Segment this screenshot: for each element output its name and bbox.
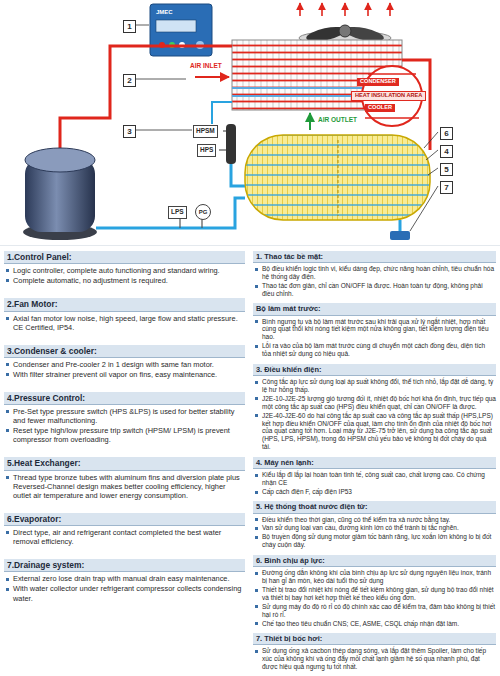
bullet-text: Bộ truyền động sử dụng motor giảm tốc bá… xyxy=(253,533,496,549)
section-heading: 1.Control Panel: xyxy=(4,251,245,264)
bullet-text: Công tắc áp lực sử dụng loại áp suất khô… xyxy=(253,378,496,394)
zone-label: COOLER xyxy=(365,104,395,112)
brand-logo: JMEC xyxy=(156,9,173,15)
bullet-text: With filter strainer prevent oil vapor o… xyxy=(4,370,245,379)
section-heading: Bộ làm mát trước: xyxy=(253,303,496,315)
callout-number: 1 xyxy=(123,20,136,33)
section-heading: 3. Điều khiển điện: xyxy=(253,364,496,376)
bullet-text: Kiểu lắp đi lắp lại hoàn toàn tinh tế, c… xyxy=(253,471,496,487)
bullet-text: Lỗi ra vào của bộ làm mát trước cùng di … xyxy=(253,342,496,358)
bullet-text: Điều khiển theo thời gian, cũng có thể k… xyxy=(253,516,496,524)
bullet-text: Thao tác đơn giản, chỉ cần ON/OFF là đượ… xyxy=(253,282,496,298)
section-heading: 5. Hệ thống thoát nước điện tử: xyxy=(253,501,496,513)
bullet-text: External zero lose drain trap with manua… xyxy=(4,574,245,583)
callout-number: 2 xyxy=(123,74,136,87)
bullet-text: Van sử dụng loại van cầu, đường kính lớn… xyxy=(253,524,496,532)
bullet-text: Complete automatic, no adjustment is req… xyxy=(4,276,245,285)
bullet-text: Pre-Set type pressure switch (HPS &LPS) … xyxy=(4,407,245,425)
bullet-text: Direct type, air and refrigerant contact… xyxy=(4,528,245,546)
spec-section: Bộ làm mát trước: Bình ngưng tụ và bộ làm… xyxy=(253,303,496,359)
gauge-label: PG xyxy=(195,204,211,220)
spec-section: 5.Heat Exchanger: Thread type bronze tube… xyxy=(4,457,245,500)
bullet-text: J2E-10-J2E-25 lượng gió tương đối ít, nh… xyxy=(253,395,496,411)
bullet-text: Reset type high/low pressure trip switch… xyxy=(4,426,245,444)
bullet-text: Đường ống dẫn không khí của bình chịu áp… xyxy=(253,569,496,585)
bullet-text: Thiết bị trao đổi nhiệt khi nóng để tiết… xyxy=(253,586,496,602)
section-heading: 2.Fan Motor: xyxy=(4,298,245,311)
bullet-text: Condenser and Pre-cooler 2 in 1 design w… xyxy=(4,360,245,369)
zone-label: HEAT INSULATION AREA xyxy=(351,91,426,101)
section-heading: 7. Thiết bị bốc hơi: xyxy=(253,633,496,645)
spec-section: 4.Pressure Control: Pre-Set type pressure… xyxy=(4,392,245,445)
spec-section: 3. Điều khiển điện: Công tắc áp lực sử dụ… xyxy=(253,364,496,452)
bullet-text: Bình ngưng tụ và bộ làm mát trước sau kh… xyxy=(253,318,496,342)
section-heading: 4. Máy nén lạnh: xyxy=(253,457,496,469)
spec-section: 1.Control Panel: Logic controller, comple… xyxy=(4,251,245,286)
section-heading: 1. Thao tác bề mặt: xyxy=(253,251,496,263)
bullet-text: Sử dụng máy đo độ rò rỉ có độ chính xác … xyxy=(253,603,496,619)
spec-section: 6.Evaporator: Direct type, air and refrig… xyxy=(4,513,245,547)
spec-section: 2.Fan Motor: Axial fan motor low noise, h… xyxy=(4,298,245,332)
bullet-text: Cấp cách điện F, cấp điện IP53 xyxy=(253,488,496,496)
callout-number: 3 xyxy=(123,125,136,138)
zone-label: CONDENSER xyxy=(357,78,399,86)
section-heading: 5.Heat Exchanger: xyxy=(4,457,245,470)
bullet-text: Chế tạo theo tiêu chuẩn CNS; CE, ASME, C… xyxy=(253,620,496,628)
section-heading: 3.Condenser & cooler: xyxy=(4,345,245,358)
air-label: AIR INLET xyxy=(190,63,222,70)
spec-section: 5. Hệ thống thoát nước điện tử: Điều khiể… xyxy=(253,501,496,550)
dryer-illustration xyxy=(0,0,500,246)
spec-section: 3.Condenser & cooler: Condenser and Pre-c… xyxy=(4,345,245,380)
spec-section: 6. Bình chịu áp lực: Đường ống dẫn không … xyxy=(253,555,496,628)
bullet-text: J2E-40-J2E-60 do hai công tắc áp suất ca… xyxy=(253,412,496,452)
spec-section: 7. Thiết bị bốc hơi: Sử dụng ống xả cacbo… xyxy=(253,633,496,672)
section-heading: 7.Drainage system: xyxy=(4,559,245,572)
bullet-text: Bộ điều khiển logic tinh vi, kiểu dáng đ… xyxy=(253,265,496,281)
spec-section: 4. Máy nén lạnh: Kiểu lắp đi lắp lại hoàn… xyxy=(253,457,496,497)
section-heading: 4.Pressure Control: xyxy=(4,392,245,405)
spec-section: 7.Drainage system: External zero lose dra… xyxy=(4,559,245,603)
bullet-text: With water collector under refrigerant c… xyxy=(4,584,245,602)
air-label: AIR OUTLET xyxy=(318,117,357,124)
switch-label: HPSM xyxy=(193,125,218,138)
switch-label: HPS xyxy=(197,144,216,157)
callout-number: 4 xyxy=(440,145,453,158)
bullet-text: Thread type bronze tubes with aluminum f… xyxy=(4,473,245,500)
bullet-text: Logic controller, complete auto function… xyxy=(4,266,245,275)
section-heading: 6.Evaporator: xyxy=(4,513,245,526)
switch-label: LPS xyxy=(168,206,187,219)
spec-section: 1. Thao tác bề mặt: Bộ điều khiển logic t… xyxy=(253,251,496,299)
bullet-text: Sử dụng ống xả cacbon thép dạng sóng, và… xyxy=(253,647,496,671)
callout-number: 7 xyxy=(440,181,453,194)
bullet-text: Axial fan motor low noise, high speed, l… xyxy=(4,314,245,332)
section-heading: 6. Bình chịu áp lực: xyxy=(253,555,496,567)
callout-number: 5 xyxy=(440,163,453,176)
callout-number: 6 xyxy=(440,127,453,140)
